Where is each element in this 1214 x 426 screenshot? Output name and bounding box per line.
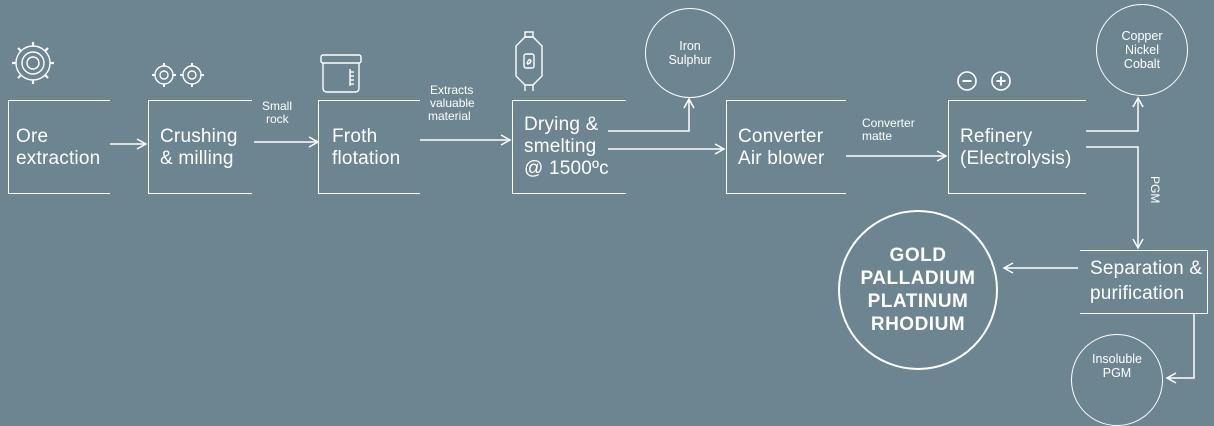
step-converter <box>726 100 846 194</box>
insoluble-pgm-label: PGM <box>1102 366 1132 380</box>
process-diagram: Ore extraction Crushing & milling Small … <box>8 4 1208 426</box>
output-insoluble-pgm: Insoluble PGM <box>1071 334 1163 426</box>
palladium-label: PALLADIUM <box>860 268 976 289</box>
converter-label-line1: Converter <box>738 126 824 147</box>
insoluble-label: Insoluble <box>1091 352 1143 366</box>
pgm-arrow-label: PGM <box>1148 176 1162 204</box>
converter-matte-label-line2: matte <box>862 129 893 143</box>
converter-label-line2: Air blower <box>738 148 825 169</box>
extracts-label-line2: valuable <box>430 96 475 110</box>
extracts-label-line3: material <box>428 109 471 123</box>
small-rock-label-line2: rock <box>266 112 289 126</box>
ore-label-line1: Ore <box>16 126 49 147</box>
copper-label: Copper <box>1121 29 1163 43</box>
froth-label-line2: flotation <box>332 148 401 169</box>
froth-label-line1: Froth <box>332 126 378 147</box>
tank-icon <box>320 54 362 93</box>
platinum-label: PLATINUM <box>867 291 969 312</box>
flow-arrows <box>110 96 1195 384</box>
drying-label-line1: Drying & <box>524 114 599 135</box>
arrow-refinery-to-separation <box>1086 146 1144 250</box>
step-froth-flotation <box>318 100 420 194</box>
converter-matte-label-line1: Converter <box>862 116 915 130</box>
drying-label-line3: @ 1500ºc <box>524 158 609 179</box>
step-refinery <box>948 100 1086 194</box>
nickel-label: Nickel <box>1124 43 1160 57</box>
drying-label-line2: smelting <box>524 136 597 157</box>
arrow-drying-to-iron <box>608 97 695 132</box>
furnace-icon <box>515 31 543 91</box>
separation-label-line2: purification <box>1090 283 1185 304</box>
output-iron-sulphur: Iron Sulphur <box>645 8 735 98</box>
crushing-label-line2: & milling <box>160 148 234 169</box>
step-crushing-milling <box>148 100 252 194</box>
gold-label: GOLD <box>889 245 947 266</box>
minus-icon <box>957 71 977 91</box>
sulphur-label: Sulphur <box>668 53 712 67</box>
ore-label-line2: extraction <box>16 148 101 169</box>
iron-label: Iron <box>679 39 701 53</box>
crushing-label-line1: Crushing <box>160 126 238 147</box>
step-separation-purification <box>1080 250 1208 314</box>
small-rock-label-line1: Small <box>262 99 293 113</box>
separation-label-line1: Separation & <box>1090 258 1203 279</box>
cobalt-label: Cobalt <box>1123 57 1161 71</box>
arrow-refinery-to-copper <box>1086 96 1144 132</box>
refinery-label-line2: (Electrolysis) <box>960 148 1072 169</box>
output-copper-nickel-cobalt: Copper Nickel Cobalt <box>1096 4 1188 96</box>
arrow-separation-to-insoluble <box>1165 314 1195 384</box>
output-precious-metals: GOLD PALLADIUM PLATINUM RHODIUM <box>838 210 998 370</box>
gear-icon <box>12 42 54 84</box>
step-ore-extraction <box>8 100 110 194</box>
refinery-label-line1: Refinery <box>960 126 1033 147</box>
plus-icon <box>991 71 1011 91</box>
extracts-label-line1: Extracts <box>430 83 474 97</box>
gears-icon <box>152 63 204 87</box>
rhodium-label: RHODIUM <box>870 314 966 335</box>
step-drying-smelting <box>512 100 626 194</box>
